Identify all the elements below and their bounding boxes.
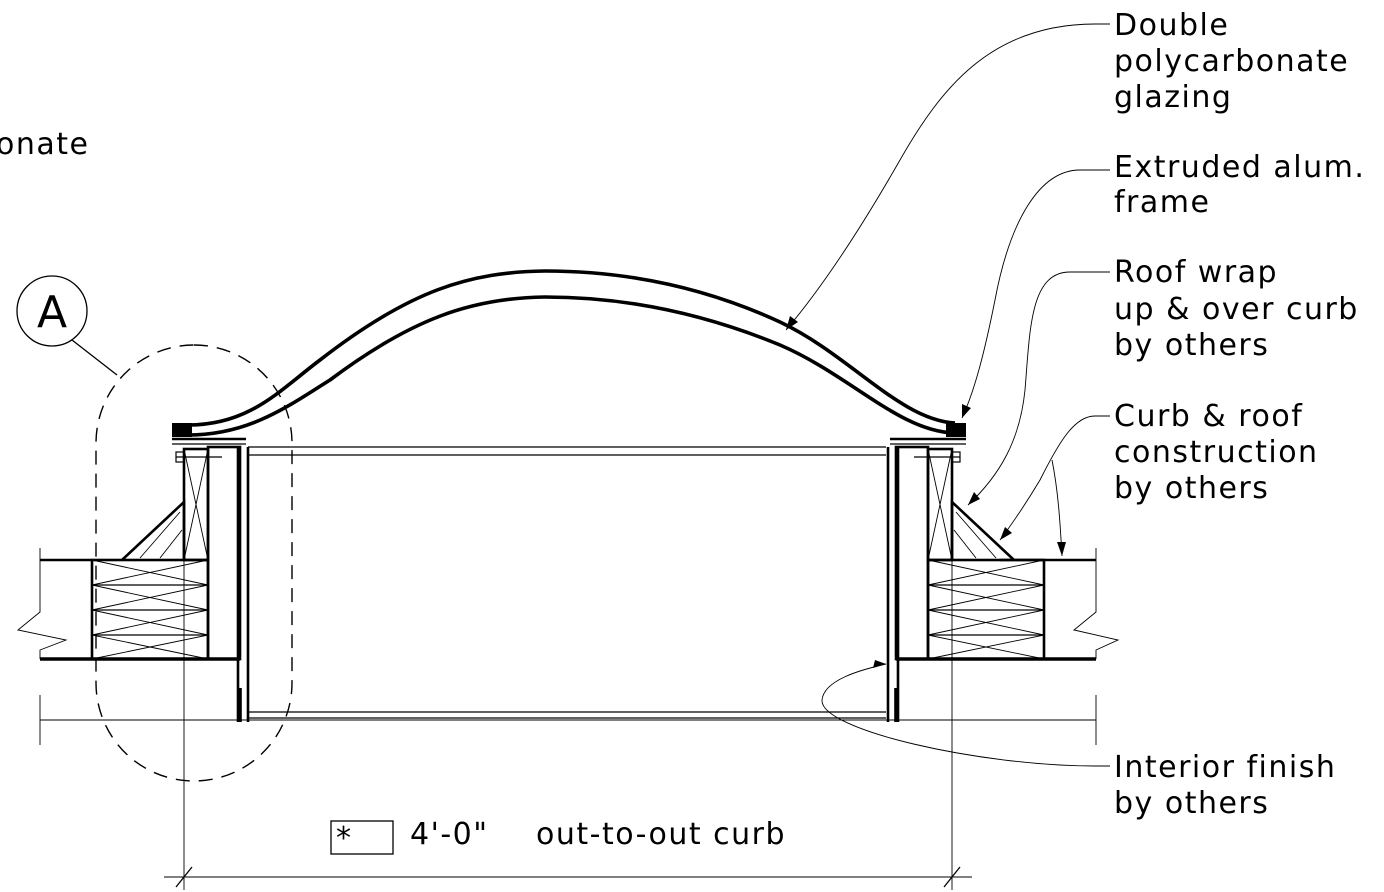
partial-left-note: onate (0, 127, 89, 162)
detail-bubble-a: A (16, 275, 293, 782)
callout-roof-wrap: Roof wrap up & over curb by others (1114, 255, 1359, 363)
dimension-value: 4'-0" (410, 817, 489, 852)
interior-leader (821, 663, 1110, 767)
dimension-symbol-box (330, 820, 394, 855)
glazing-line-1: Double (1114, 8, 1229, 43)
callout-curb-roof: Curb & roof construction by others (1114, 399, 1319, 506)
frame-line-1: Extruded alum. (1114, 150, 1365, 185)
curb-roof-line-3: by others (1114, 471, 1269, 506)
roof-wrap-line-2: up & over curb (1114, 292, 1359, 327)
roof-wrap-leader (967, 271, 1110, 506)
left-curb (90, 445, 250, 722)
callout-frame: Extruded alum. frame (1114, 150, 1365, 220)
shaft-opening (248, 446, 886, 719)
roof-wrap-line-1: Roof wrap (1114, 255, 1278, 290)
curb-roof-leader-2 (1051, 459, 1063, 557)
curb-roof-leader-1 (999, 415, 1110, 541)
detail-area-outline (95, 344, 293, 782)
detail-bubble-circle (16, 275, 88, 347)
detail-bubble-leader (71, 339, 118, 376)
left-frame-flange (172, 423, 192, 437)
interior-line-2: by others (1114, 786, 1269, 821)
dimension-description: out-to-out curb (536, 817, 786, 852)
curb-roof-line-1: Curb & roof (1114, 399, 1303, 434)
callout-glazing: Double polycarbonate glazing (1114, 8, 1349, 115)
dome-glazing (172, 269, 966, 445)
glazing-line-3: glazing (1114, 80, 1232, 115)
glazing-leader (785, 23, 1110, 331)
roof-deck (16, 548, 1120, 745)
glazing-line-2: polycarbonate (1114, 44, 1349, 79)
dimension-symbol: * (336, 821, 353, 856)
curb-roof-line-2: construction (1114, 435, 1319, 470)
roof-wrap-line-3: by others (1114, 328, 1269, 363)
frame-leader (961, 169, 1110, 419)
interior-line-1: Interior finish (1114, 750, 1336, 785)
overall-dimension: * 4'-0" out-to-out curb (164, 560, 972, 890)
detail-bubble-letter: A (37, 287, 67, 338)
frame-line-2: frame (1114, 185, 1210, 220)
right-frame-flange (946, 423, 966, 437)
leaders (785, 23, 1110, 767)
right-curb (886, 445, 1046, 722)
callout-interior: Interior finish by others (1114, 750, 1336, 821)
